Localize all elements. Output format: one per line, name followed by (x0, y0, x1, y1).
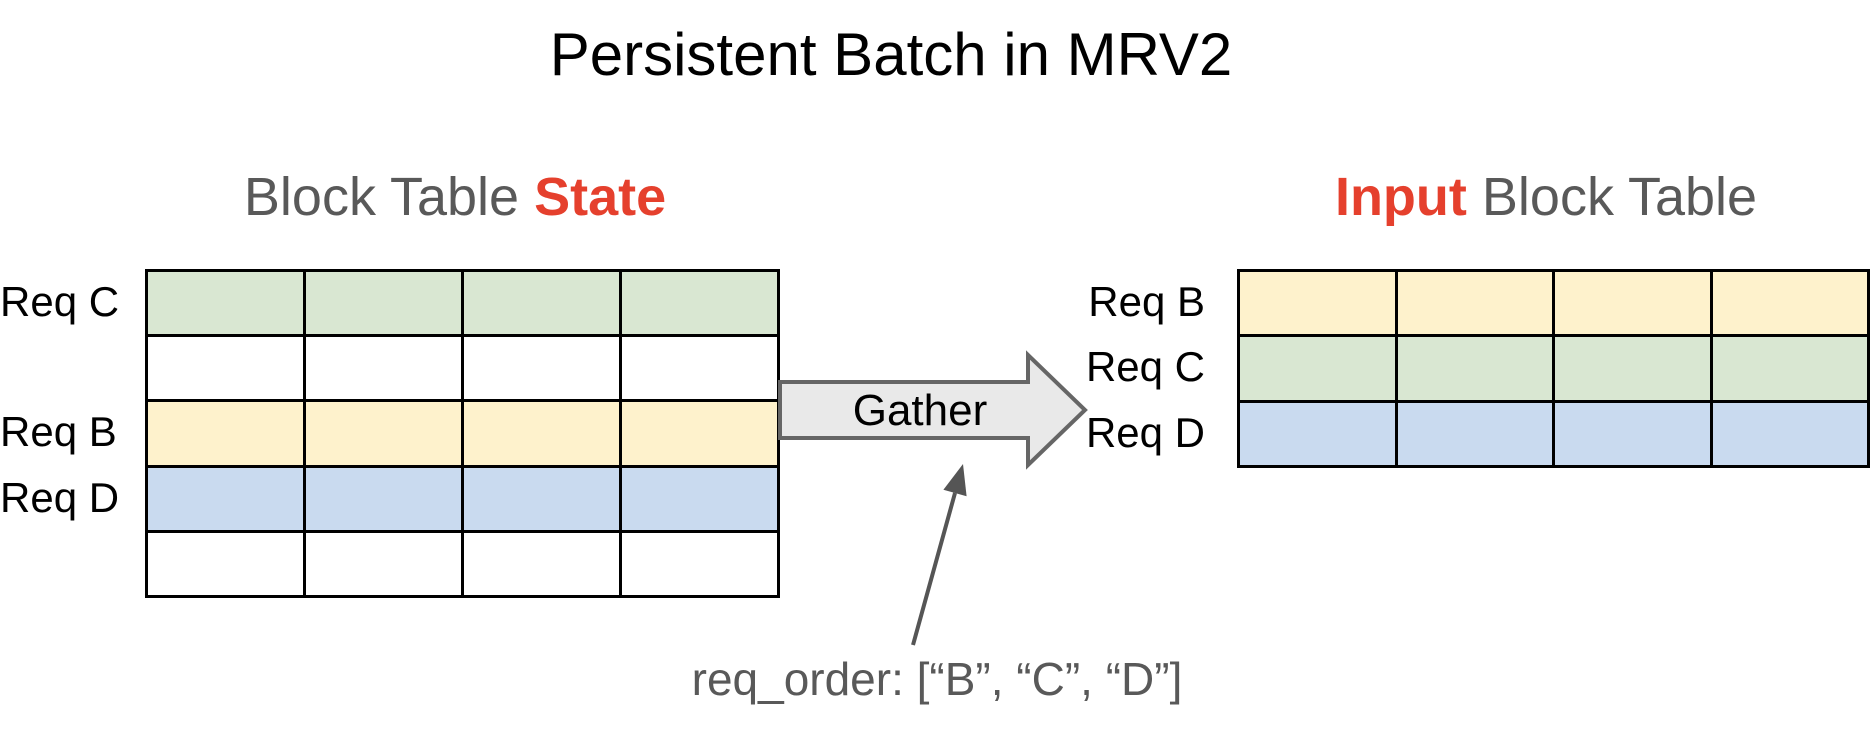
page-title: Persistent Batch in MRV2 (549, 21, 1233, 88)
block-cell (1237, 268, 1398, 338)
row-label: Req D (0, 473, 120, 521)
right-heading-suffix: Block Table (1466, 167, 1758, 227)
block-cell (1552, 268, 1713, 338)
table-row (145, 464, 780, 533)
block-cell (1709, 399, 1870, 468)
state-block-table (145, 268, 780, 598)
right-table-heading: Input Block Table (1237, 167, 1855, 232)
block-cell (619, 334, 780, 403)
row-label: Req D (1085, 408, 1205, 456)
row-label: Req C (1085, 343, 1205, 391)
block-cell (1394, 399, 1555, 468)
row-label: Req B (0, 408, 117, 456)
block-cell (461, 334, 622, 403)
block-cell (145, 464, 306, 533)
req-order-arrowhead-icon (943, 464, 967, 497)
block-cell (1709, 268, 1870, 338)
right-heading-highlight: Input (1334, 167, 1467, 227)
block-cell (619, 399, 780, 468)
block-cell (145, 268, 306, 338)
block-cell (145, 399, 306, 468)
req-order-arrow-line (911, 492, 957, 646)
table-row (145, 399, 780, 468)
block-cell (303, 399, 464, 468)
block-cell (1552, 399, 1713, 468)
block-cell (619, 464, 780, 533)
block-cell (1237, 399, 1398, 468)
table-row (1237, 334, 1870, 403)
block-cell (303, 529, 464, 598)
row-label: Req B (1088, 278, 1205, 325)
block-cell (461, 464, 622, 533)
table-row (145, 529, 780, 598)
block-cell (1709, 334, 1870, 403)
block-cell (1394, 268, 1555, 338)
block-cell (619, 529, 780, 598)
block-cell (1552, 334, 1713, 403)
block-cell (1394, 334, 1555, 403)
input-block-table (1237, 268, 1870, 468)
block-cell (461, 268, 622, 338)
block-cell (145, 334, 306, 403)
block-cell (145, 529, 306, 598)
table-row (1237, 268, 1870, 338)
block-cell (461, 529, 622, 598)
table-row (1237, 399, 1870, 468)
table-row (145, 334, 780, 403)
left-heading-prefix: Block Table (243, 167, 535, 227)
block-cell (303, 268, 464, 338)
left-heading-highlight: State (534, 167, 667, 227)
block-cell (461, 399, 622, 468)
row-label: Req C (0, 278, 120, 325)
block-cell (303, 334, 464, 403)
block-cell (303, 464, 464, 533)
left-table-heading: Block Table State (145, 167, 765, 232)
table-row (145, 268, 780, 338)
req-order-annotation: req_order: [“B”, “C”, “D”] (691, 653, 1183, 705)
block-cell (1237, 334, 1398, 403)
gather-arrow-label: Gather (852, 386, 988, 435)
block-cell (619, 268, 780, 338)
